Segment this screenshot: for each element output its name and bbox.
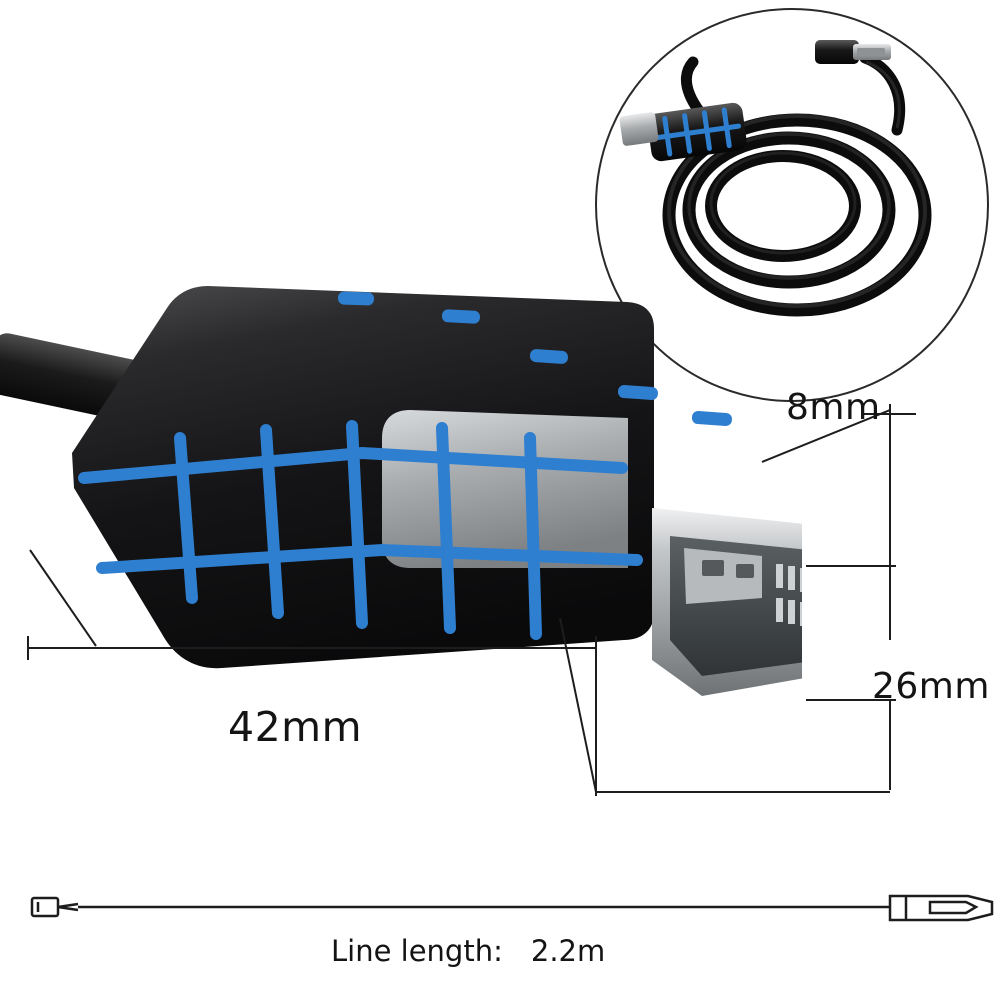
line-length-value: 2.2m xyxy=(530,934,606,968)
inset-small-plug xyxy=(815,40,891,64)
coiled-cable-inset xyxy=(595,8,989,402)
coiled-cable-illustration xyxy=(619,40,932,317)
line-length-label: Line length: xyxy=(331,934,503,968)
dimension-label-thickness: 8mm xyxy=(786,387,881,428)
inset-hdmi-plug xyxy=(619,102,747,162)
shell-black-housing xyxy=(72,286,654,669)
blue-grip-grid xyxy=(78,420,643,640)
dimension-label-height: 26mm xyxy=(872,666,990,707)
dimension-label-length: 42mm xyxy=(228,703,363,751)
blue-accent-ribs-top xyxy=(337,291,732,426)
line-length-caption: Line length: 2.2m xyxy=(331,934,605,968)
cable-length-schematic xyxy=(30,894,994,922)
